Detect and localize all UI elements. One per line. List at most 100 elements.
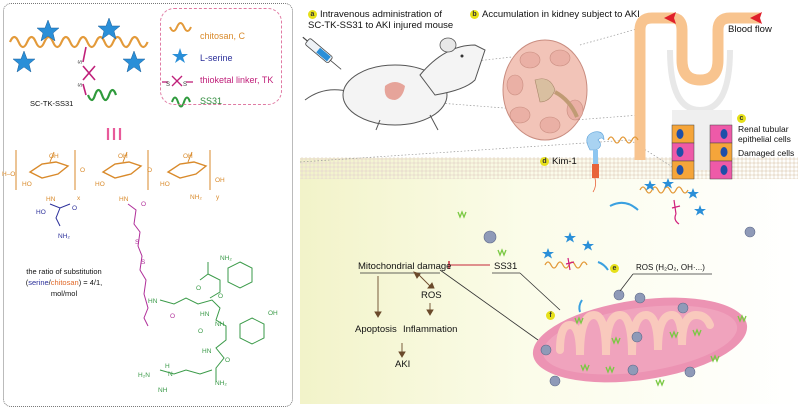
chemistry-panel [3, 3, 293, 407]
svg-text:S: S [141, 259, 146, 266]
ratio-slash: / [48, 278, 51, 287]
mito-damage-label: Mitochondrial damage [358, 261, 452, 272]
step-f-badge: f [546, 311, 555, 320]
pathway-lines [360, 269, 712, 341]
mouse-illustration [304, 37, 486, 131]
legend-box [160, 8, 282, 105]
epithelial-cells [671, 124, 733, 180]
legend-label-chitosan: chitosan, C [200, 31, 246, 41]
chitosan-chain-icon [8, 35, 149, 49]
svg-text:NH₂: NH₂ [220, 255, 232, 262]
ratio-chitosan: chitosan [50, 278, 79, 287]
svg-text:O: O [218, 293, 223, 300]
thioketal-linker-icon [82, 46, 96, 96]
damaged-cells-label: Damaged cells [738, 148, 795, 158]
svg-text:HO: HO [95, 181, 105, 188]
apoptosis-label: Apoptosis [355, 324, 397, 335]
blue-arrow-icon [578, 201, 639, 313]
legend-label-ss31: SS31 [200, 96, 223, 106]
svg-text:y: y [216, 194, 220, 201]
kidney-illustration [502, 39, 588, 141]
blood-flow-label: Blood flow [728, 24, 772, 35]
ratio-open: ( [25, 278, 29, 287]
renal-cells-label: Renal tubular epithelial cells [738, 124, 791, 144]
legend-chitosan-icon [169, 22, 192, 32]
svg-text:H: H [165, 363, 170, 370]
svg-text:OH: OH [268, 310, 278, 317]
step-a-line2: SC-TK-SS31 to AKI injured mouse [308, 20, 454, 31]
svg-text:N: N [168, 371, 173, 378]
svg-text:NH₂: NH₂ [215, 380, 227, 387]
svg-text:O: O [196, 285, 201, 292]
svg-text:NH: NH [215, 321, 225, 328]
step-a-text1: Intravenous administration of [320, 9, 442, 20]
svg-text:NH₂: NH₂ [58, 233, 70, 240]
ros-label: ROS (H₂O₂, OH·...) [636, 263, 705, 272]
step-a-badge: a [308, 9, 317, 19]
inflammation-label: Inflammation [403, 324, 458, 335]
chitosan-structure [15, 150, 211, 190]
svg-text:H₂N: H₂N [138, 372, 150, 379]
svg-text:OH: OH [215, 177, 225, 184]
legend-linker-icon [162, 75, 193, 87]
svg-text:OH: OH [118, 153, 128, 160]
svg-text:O: O [147, 167, 152, 174]
svg-text:x: x [77, 195, 81, 202]
svg-text:HO: HO [36, 209, 46, 216]
equivalence-symbol [106, 128, 122, 140]
svg-text:O: O [225, 357, 230, 364]
pathway-arrow-icon [374, 271, 435, 358]
serine-star-icon [12, 17, 146, 73]
svg-text:O: O [141, 201, 146, 208]
svg-text:O: O [198, 328, 203, 335]
substitution-ratio: the ratio of substitution (serine/chitos… [18, 266, 110, 299]
svg-text:NH: NH [158, 387, 168, 394]
ratio-line2: (serine/chitosan) = 4/1, [18, 277, 110, 288]
svg-text:S: S [183, 82, 187, 88]
step-c-badge: c [737, 114, 746, 123]
free-ss31-icon [457, 210, 747, 387]
svg-text:OH: OH [183, 153, 193, 160]
svg-text:S: S [78, 83, 85, 88]
legend-ss31-icon [171, 96, 191, 108]
svg-text:HN: HN [200, 311, 210, 318]
svg-text:HN: HN [119, 196, 129, 203]
linker-structure: O S S O [127, 201, 175, 327]
ros-node-label: ROS [421, 290, 442, 301]
renal-line1: Renal tubular [738, 124, 789, 134]
svg-text:H–O: H–O [2, 171, 15, 178]
svg-text:O: O [72, 205, 77, 212]
kim1-label: Kim-1 [552, 156, 577, 167]
aki-label: AKI [395, 359, 411, 370]
ratio-line3: mol/mol [50, 289, 78, 298]
ss31-peptide-icon [86, 88, 118, 102]
svg-text:O: O [170, 313, 175, 320]
ratio-line1: the ratio of substitution [26, 267, 102, 276]
ss31-structure [159, 261, 265, 382]
step-b-badge: b [470, 9, 479, 19]
serine-structure: HO O NH₂ [36, 203, 77, 240]
svg-text:OH: OH [49, 153, 59, 160]
svg-text:HO: HO [160, 181, 170, 188]
svg-text:HN: HN [148, 298, 158, 305]
syringe-icon [302, 36, 342, 70]
svg-text:NH₂: NH₂ [190, 194, 202, 201]
legend-label-linker: thioketal linker, TK [200, 75, 274, 85]
legend-star-icon [172, 48, 188, 63]
ss31-label: SS31 [494, 261, 518, 272]
svg-text:S: S [78, 60, 85, 65]
svg-text:S: S [135, 239, 140, 246]
svg-text:HN: HN [202, 348, 212, 355]
legend-label-serine: L-serine [200, 53, 233, 63]
renal-line2: epithelial cells [738, 134, 791, 144]
conjugate-star-icon [542, 178, 706, 259]
svg-text:O: O [80, 167, 85, 174]
ratio-serine: serine [28, 278, 49, 287]
svg-text:HN: HN [46, 196, 56, 203]
